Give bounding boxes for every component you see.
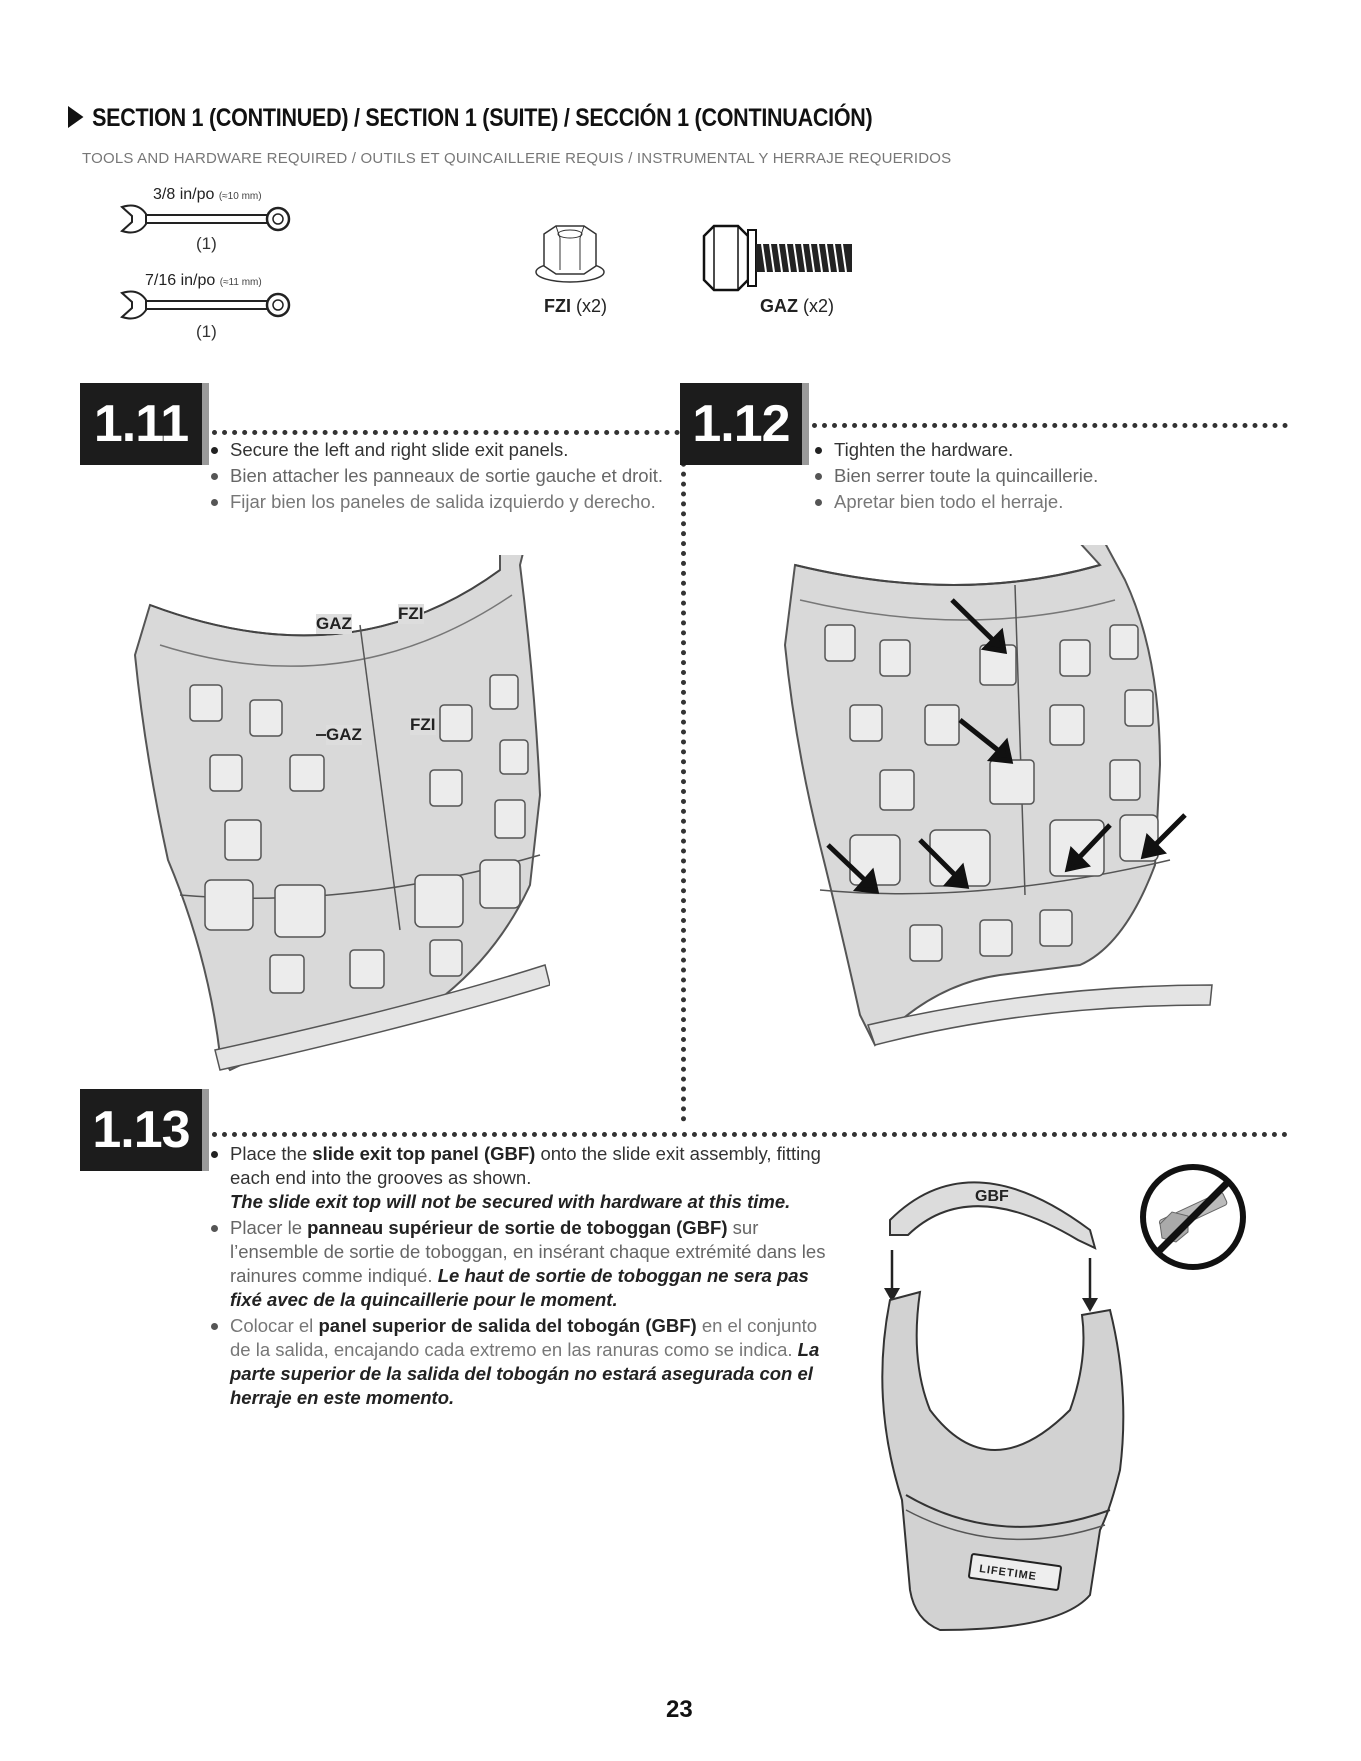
tools-required-line: TOOLS AND HARDWARE REQUIRED / OUTILS ET … — [82, 150, 952, 167]
instruction-fr: Bien serrer toute la quincaillerie. — [812, 464, 1282, 488]
instruction-es: Colocar el panel superior de salida del … — [208, 1314, 828, 1410]
wrench2-qty: (1) — [196, 322, 217, 341]
callout-fzi-lower: FZI — [410, 715, 436, 735]
step-1-12-instructions: Tighten the hardware. Bien serrer toute … — [812, 438, 1282, 516]
bolt-icon — [702, 224, 852, 292]
step-1-11-instructions: Secure the left and right slide exit pan… — [208, 438, 668, 516]
instruction-en: Tighten the hardware. — [812, 438, 1282, 462]
wrench2-label: 7/16 in/po (≈11 mm) — [145, 272, 262, 289]
instruction-es: Fijar bien los paneles de salida izquier… — [208, 490, 668, 514]
callout-gbf: GBF — [975, 1188, 1009, 1205]
step-number-1-12: 1.12 — [680, 383, 809, 465]
triangle-icon — [68, 106, 84, 128]
instruction-en: Secure the left and right slide exit pan… — [208, 438, 668, 462]
step-1-13-instructions: Place the slide exit top panel (GBF) ont… — [208, 1142, 828, 1412]
callout-fzi-upper: FZI — [398, 604, 424, 624]
instruction-fr: Bien attacher les panneaux de sortie gau… — [208, 464, 668, 488]
step-number-1-11: 1.11 — [80, 383, 209, 465]
nut-label: FZI (x2) — [544, 296, 608, 316]
divider-dotted — [212, 430, 680, 435]
bolt-label: GAZ (x2) — [760, 296, 835, 316]
page-number: 23 — [666, 1696, 693, 1723]
slide-exit-top-panel-illustration — [881, 1181, 1125, 1632]
slide-exit-assembly-illustration — [133, 555, 550, 1072]
instruction-fr: Placer le panneau supérieur de sortie de… — [208, 1216, 828, 1312]
no-hardware-icon — [1140, 1164, 1246, 1270]
section-title: SECTION 1 (CONTINUED) / SECTION 1 (SUITE… — [68, 104, 873, 133]
callout-gaz-upper: GAZ — [316, 614, 352, 634]
wrench1-label: 3/8 in/po (≈10 mm) — [153, 186, 262, 203]
wrench-icon — [120, 204, 291, 234]
flange-nut-icon — [535, 225, 605, 283]
step-number-1-13: 1.13 — [80, 1089, 209, 1171]
divider-dotted — [812, 423, 1288, 428]
callout-gaz-lower: GAZ — [326, 725, 362, 745]
instruction-en: Place the slide exit top panel (GBF) ont… — [208, 1142, 828, 1214]
divider-dotted-vertical — [681, 432, 686, 1122]
wrench-icon — [120, 290, 291, 320]
wrench1-qty: (1) — [196, 234, 217, 253]
instruction-es: Apretar bien todo el herraje. — [812, 490, 1282, 514]
divider-dotted — [212, 1132, 1288, 1137]
tighten-hardware-illustration — [783, 545, 1213, 1047]
